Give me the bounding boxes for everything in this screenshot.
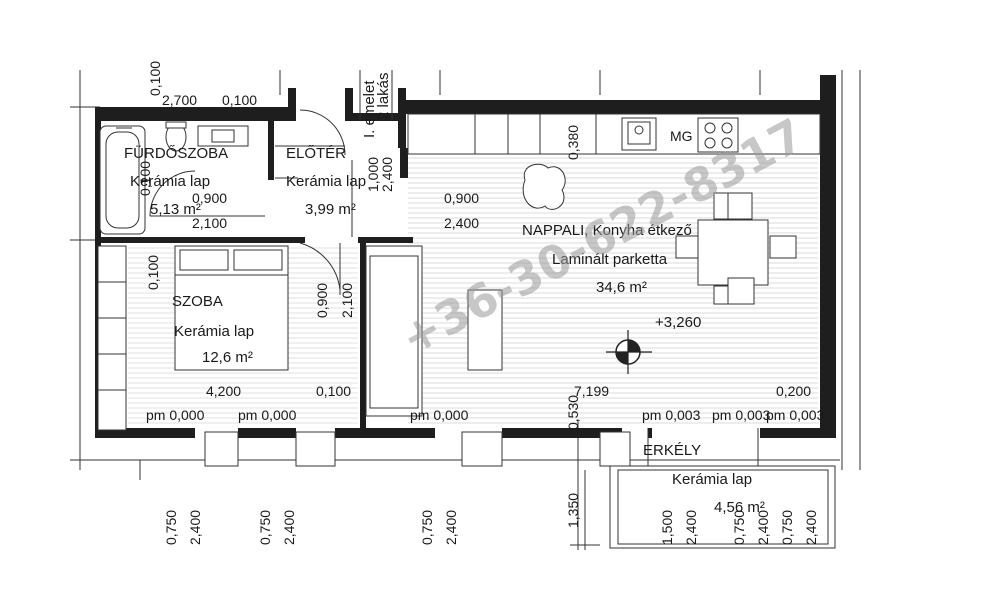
dim-window-2-width: 0,750 [257,510,273,545]
dim-balcony-depth: 1,350 [565,493,581,528]
dim-right-wall: 0,200 [776,383,811,399]
pm-balcony-1: pm 0,003 [642,407,701,423]
windows [204,431,631,467]
dim-window-2-height: 2,400 [281,510,297,545]
pm-bedroom-2: pm 0,000 [238,407,297,423]
dim-balcony-door-2-height: 2,400 [755,510,771,545]
floor-level: +3,260 [655,314,701,331]
bedroom-area: 12,6 m² [202,349,253,366]
dim-window-1-width: 0,750 [163,510,179,545]
balcony-area: 4,56 m² [714,499,765,516]
hall-name: ELŐTÉR [286,145,346,162]
hall-area: 3,99 m² [305,201,356,218]
dim-balcony-gap: 0,530 [565,395,581,430]
dim-bath-door-width: 0,900 [192,190,227,206]
hall-floor: Kerámia lap [286,173,366,190]
dim-bedroom-door-height: 2,100 [339,283,355,318]
dim-living-door-height: 2,400 [444,215,479,231]
stair-floor-label: I. emelet [361,80,378,138]
dim-balcony-door-1-height: 2,400 [683,510,699,545]
hall-fixtures [275,109,353,237]
dining-set [675,192,797,305]
dim-window-1-height: 2,400 [187,510,203,545]
balcony-outline [609,428,836,549]
bedroom-name: SZOBA [172,293,223,310]
dim-bath-partition-v: 0,100 [137,161,153,196]
bedroom-floor: Kerámia lap [174,323,254,340]
dim-bedroom-door-width: 0,900 [314,283,330,318]
dim-top-wall: 0,100 [222,92,257,108]
microwave-label: MG [670,128,693,144]
dim-top-bath-width: 2,700 [162,92,197,108]
dim-bath-partition: 0,100 [145,255,161,290]
grid-lines [70,70,861,550]
balcony-name: ERKÉLY [643,442,701,459]
pm-balcony-3: pm 0,003 [766,407,825,423]
dim-window-3-height: 2,400 [443,510,459,545]
dim-balcony-door-3-height: 2,400 [803,510,819,545]
dim-window-3-width: 0,750 [419,510,435,545]
bathroom-area: 5,13 m² [150,201,201,218]
pm-living: pm 0,000 [410,407,469,423]
living-area: 34,6 m² [596,279,647,296]
pm-balcony-2: pm 0,003 [712,407,771,423]
dim-hall-door-height: 2,400 [379,157,395,192]
dim-balcony-door-1-width: 1,500 [659,510,675,545]
stair-flat-label: 2 lakás [375,72,392,120]
dim-kitchen-gap: 0,380 [565,125,581,160]
dim-balcony-door-2-width: 0,750 [731,510,747,545]
living-name: NAPPALI, Konyha étkező [522,222,692,239]
living-floor: Laminált parketta [552,251,668,268]
walls [95,75,836,438]
bathroom-fixtures [99,121,265,235]
bathroom-floor: Kerámia lap [130,173,210,190]
dim-top-small: 0,100 [147,61,163,96]
dim-living-width: 7,199 [574,383,609,399]
dim-bath-door-height: 2,100 [192,215,227,231]
dim-living-door-width: 0,900 [444,190,479,206]
balcony-floor: Kerámia lap [672,471,752,488]
dim-bedroom-width: 4,200 [206,383,241,399]
kitchen-counter [407,113,821,155]
pm-bedroom-1: pm 0,000 [146,407,205,423]
dim-balcony-door-3-width: 0,750 [779,510,795,545]
bedroom-fixtures [97,242,341,431]
dim-hall-door-width: 1,000 [365,157,381,192]
level-marker-icon [606,330,652,374]
plant [522,163,566,210]
dim-partition-2: 0,100 [316,383,351,399]
bathroom-name: FÜRDŐSZOBA [124,144,228,162]
stair-area [359,70,393,120]
sofa [365,245,503,417]
